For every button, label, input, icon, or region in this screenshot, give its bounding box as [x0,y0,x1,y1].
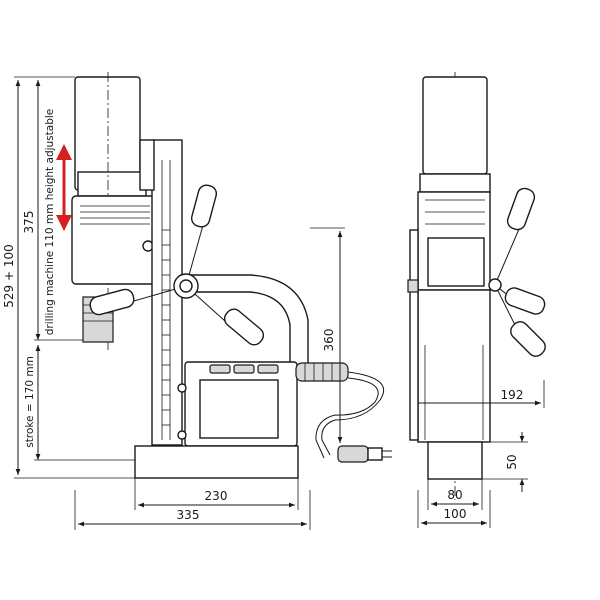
front-handles [488,187,546,357]
stroke-note: stroke = 170 mm [24,356,36,448]
dim-total-height: 529 + 100 [2,244,16,308]
gearbox [71,195,163,285]
dim-foot-height: 50 [505,454,519,469]
feed-handle [89,184,265,346]
rack-teeth [162,229,170,426]
adjustable-note: drilling machine 110 mm height adjustabl… [44,109,56,335]
dim-base-width: 230 [205,489,228,503]
motor-cap [77,171,147,197]
front-view: 192 50 80 100 [407,72,546,528]
front-column [417,289,491,443]
front-motor [422,76,488,175]
height-adjust-arrow [56,144,72,231]
front-base [427,441,483,480]
dim-front-width: 80 [447,488,462,502]
dim-arm-height: 360 [322,329,336,352]
dim-side-depth: 192 [501,388,524,402]
dim-front-total-width: 100 [444,507,467,521]
dim-machine-height: 375 [22,211,36,234]
magnet-base [134,445,299,479]
side-view: 529 + 100 375 drilling machine 110 mm he… [2,72,392,530]
dim-overall-width: 335 [177,508,200,522]
power-cable [295,362,392,463]
